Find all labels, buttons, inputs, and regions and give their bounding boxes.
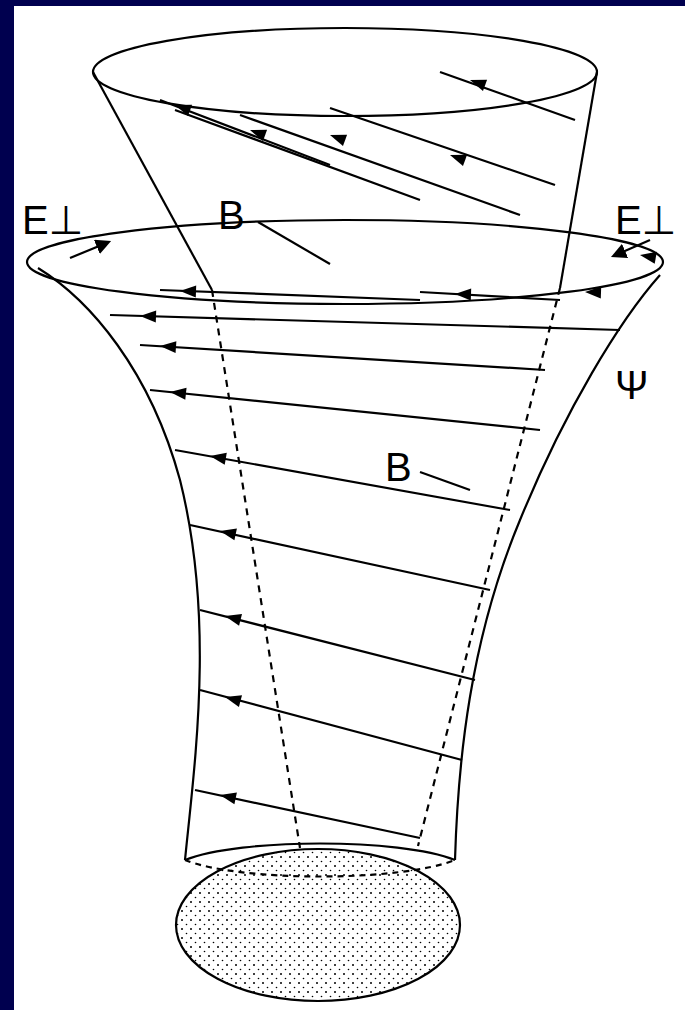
arrowhead <box>160 340 177 353</box>
arrowhead <box>455 288 471 301</box>
field-line <box>240 115 520 215</box>
e-field-arrow <box>70 244 104 258</box>
field-line <box>160 100 330 165</box>
arrowhead <box>209 450 227 465</box>
arrowhead <box>223 691 242 707</box>
field-line <box>140 345 545 370</box>
field-line <box>200 610 475 680</box>
arrowhead <box>219 525 237 540</box>
field-line <box>440 72 575 120</box>
arrowhead <box>169 386 186 400</box>
arrowhead <box>448 149 467 166</box>
inner-cone-left <box>212 290 300 848</box>
field-arrowheads <box>140 74 657 804</box>
field-line <box>175 110 420 200</box>
arrowhead <box>219 789 237 804</box>
e-perp-label: E⊥ <box>22 200 84 240</box>
arrowhead <box>585 286 601 299</box>
arrowhead <box>328 129 347 146</box>
e-perp-label: E⊥ <box>615 200 677 240</box>
arrowhead <box>468 74 487 91</box>
field-line <box>330 108 555 185</box>
arrowhead <box>639 249 657 264</box>
leader-line <box>258 222 330 264</box>
field-line <box>160 290 420 300</box>
field-line <box>150 390 540 430</box>
tube-right-edge <box>455 275 660 860</box>
tube-left-edge <box>38 268 200 860</box>
inner-cone-right <box>418 288 560 846</box>
arrowhead <box>140 310 156 323</box>
ground <box>14 6 685 1010</box>
arrowhead <box>173 99 192 116</box>
arrowhead <box>248 124 267 141</box>
field-line <box>420 292 560 300</box>
leader-line <box>420 472 470 490</box>
field-line <box>190 525 490 590</box>
field-line <box>200 690 462 760</box>
flange-ellipse <box>27 220 663 304</box>
star <box>176 849 460 1001</box>
flux-label: Ψ <box>615 365 648 405</box>
field-line <box>175 450 510 510</box>
field-line <box>110 315 620 330</box>
field-label: B <box>218 195 245 235</box>
upper-cone-right <box>560 72 597 288</box>
field-line <box>195 790 420 838</box>
upper-cone-left <box>93 72 212 290</box>
e-field-arrow <box>618 240 650 254</box>
tube-base-front <box>185 844 455 861</box>
field-label: B <box>385 447 412 487</box>
arrowhead <box>180 285 196 298</box>
arrowhead <box>224 610 242 626</box>
tube-base-back <box>185 860 455 877</box>
